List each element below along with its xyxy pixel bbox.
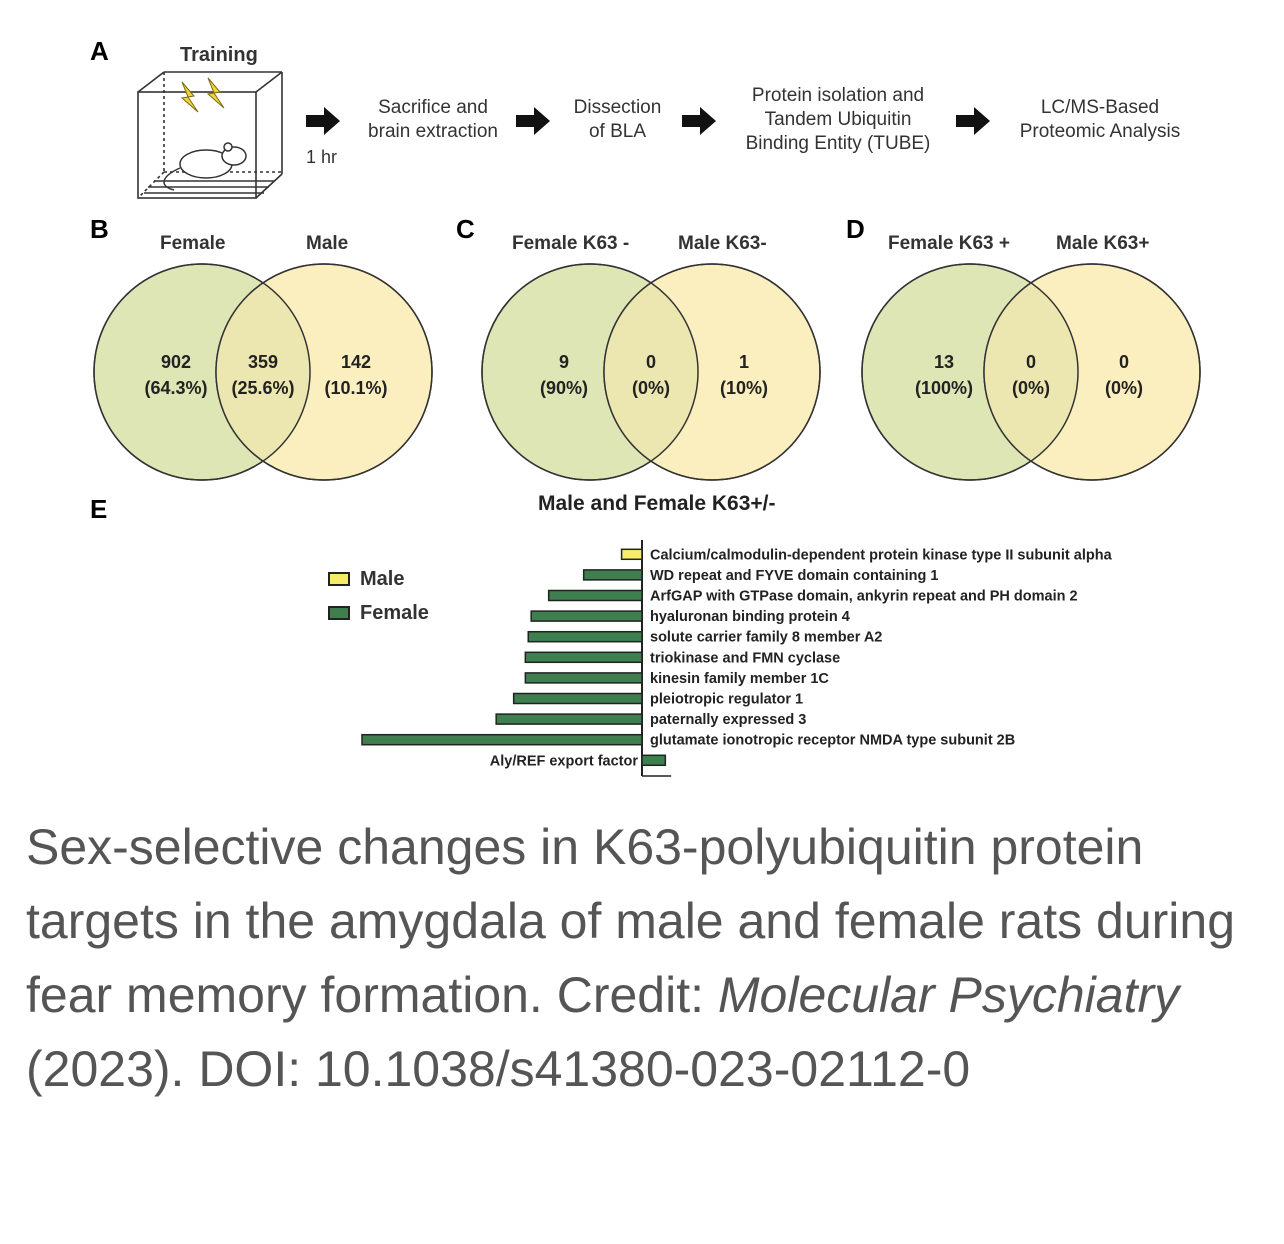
venn-left-count: 9 <box>559 352 569 372</box>
arrow-right-icon <box>956 107 990 135</box>
caption-text: Sex-selective changes in K63-polyubiquit… <box>26 819 1236 1023</box>
venn-d-right-label: Male K63+ <box>1056 233 1150 254</box>
step-lcms: LC/MS-Based Proteomic Analysis <box>1000 96 1200 144</box>
step-sacrifice: Sacrifice and brain extraction <box>358 96 508 144</box>
venn-overlap-pct: (0%) <box>1012 378 1050 398</box>
panel-c-letter: C <box>456 214 475 244</box>
chart-category-label: kinesin family member 1C <box>650 671 829 687</box>
venn-overlap-count: 359 <box>248 352 278 372</box>
step-protein-isolation: Protein isolation and Tandem Ubiquitin B… <box>728 84 948 156</box>
venn-d: 13 (100%) 0 (0%) 0 (0%) <box>861 263 1201 481</box>
venn-c-right-label: Male K63- <box>678 233 767 254</box>
step-line: Tandem Ubiquitin <box>764 109 912 130</box>
chart-bar <box>620 548 643 561</box>
step-line: Dissection <box>573 97 662 118</box>
chart-bar <box>530 610 643 622</box>
arrow-right-icon <box>516 107 550 135</box>
figure-caption: Sex-selective changes in K63-polyubiquit… <box>26 810 1266 1106</box>
chart-bar <box>361 733 643 746</box>
venn-overlap <box>216 264 310 480</box>
chart-bar <box>641 754 667 767</box>
chart-bar <box>512 692 643 705</box>
legend-item-female: Female <box>328 596 429 630</box>
chart-bar <box>524 672 643 684</box>
venn-b: 902 (64.3%) 359 (25.6%) 142 (10.1%) <box>93 263 433 481</box>
training-label: Training <box>180 44 258 66</box>
venn-overlap <box>604 264 698 480</box>
venn-left-pct: (64.3%) <box>144 378 207 398</box>
venn-left-outline <box>861 263 1079 481</box>
venn-d-left-label: Female K63 + <box>888 233 1010 254</box>
arrow-right-icon <box>306 107 340 135</box>
step-line: Protein isolation and <box>751 85 925 106</box>
venn-b-left-label: Female <box>160 233 226 254</box>
caption-journal: Molecular Psychiatry <box>717 967 1180 1023</box>
venn-c-left-label: Female K63 - <box>512 233 630 254</box>
venn-right-outline <box>983 263 1201 481</box>
time-label: 1 hr <box>306 147 338 167</box>
legend-label: Male <box>360 567 405 590</box>
step-line: Sacrifice and <box>378 97 488 118</box>
chart-category-label: pleiotropic regulator 1 <box>650 692 803 708</box>
chart-category-label: glutamate ionotropic receptor NMDA type … <box>650 733 1015 749</box>
venn-overlap-count: 0 <box>646 352 656 372</box>
panel-a-letter: A <box>90 36 109 66</box>
venn-right-count: 1 <box>739 352 749 372</box>
bar-chart: Calcium/calmodulin-dependent protein kin… <box>361 540 1113 777</box>
venn-left-outline <box>93 263 311 481</box>
venn-overlap-pct: (25.6%) <box>231 378 294 398</box>
chart-bar <box>524 651 643 664</box>
step-line: of BLA <box>588 121 647 142</box>
venn-overlap-pct: (0%) <box>632 378 670 398</box>
step-dissection: Dissection of BLA <box>560 96 675 144</box>
chart-category-label: WD repeat and FYVE domain containing 1 <box>650 568 938 584</box>
chart-bar <box>527 630 643 643</box>
chart-legend: Male Female <box>328 562 429 630</box>
venn-b-right-label: Male <box>306 233 349 254</box>
chart-category-label: solute carrier family 8 member A2 <box>650 630 882 646</box>
venn-overlap <box>984 264 1078 480</box>
venn-right-pct: (0%) <box>1105 378 1143 398</box>
venn-c: 9 (90%) 0 (0%) 1 (10%) <box>481 263 821 481</box>
chart-category-label: triokinase and FMN cyclase <box>650 650 840 666</box>
chart-bar <box>495 713 643 725</box>
caption-text-after: (2023). DOI: 10.1038/s41380-023-02112-0 <box>26 1041 971 1097</box>
venn-left-count: 902 <box>161 352 191 372</box>
chart-category-label: ArfGAP with GTPase domain, ankyrin repea… <box>650 589 1078 605</box>
chart-title: Male and Female K63+/- <box>538 492 776 515</box>
venn-left-pct: (90%) <box>540 378 588 398</box>
legend-item-male: Male <box>328 562 429 596</box>
venn-right-count: 142 <box>341 352 371 372</box>
arrow-right-icon <box>682 107 716 135</box>
panel-d-letter: D <box>846 214 865 244</box>
lightning-icon <box>180 77 225 113</box>
chart-bar <box>582 569 643 581</box>
venn-right-outline <box>603 263 821 481</box>
chart-bar <box>547 589 643 602</box>
legend-swatch-male <box>328 572 350 586</box>
panel-b-letter: B <box>90 214 109 244</box>
step-line: Binding Entity (TUBE) <box>745 133 931 154</box>
chart-category-label: Calcium/calmodulin-dependent protein kin… <box>650 547 1113 563</box>
chart-category-label: hyaluronan binding protein 4 <box>650 609 850 625</box>
venn-overlap-count: 0 <box>1026 352 1036 372</box>
step-line: brain extraction <box>368 121 498 142</box>
legend-swatch-female <box>328 606 350 620</box>
training-cage-illustration <box>137 71 283 199</box>
chart-category-label: paternally expressed 3 <box>650 712 806 728</box>
step-line: LC/MS-Based <box>1040 97 1160 118</box>
legend-label: Female <box>360 601 429 624</box>
venn-left-outline <box>481 263 699 481</box>
venn-right-count: 0 <box>1119 352 1129 372</box>
chart-category-label: Aly/REF export factor <box>490 753 639 769</box>
venn-left-count: 13 <box>934 352 954 372</box>
panel-e-letter: E <box>90 494 108 524</box>
venn-right-pct: (10.1%) <box>324 378 387 398</box>
rat-icon <box>163 142 247 191</box>
step-line: Proteomic Analysis <box>1019 121 1181 142</box>
venn-right-pct: (10%) <box>720 378 768 398</box>
venn-right-outline <box>215 263 433 481</box>
venn-left-pct: (100%) <box>915 378 973 398</box>
